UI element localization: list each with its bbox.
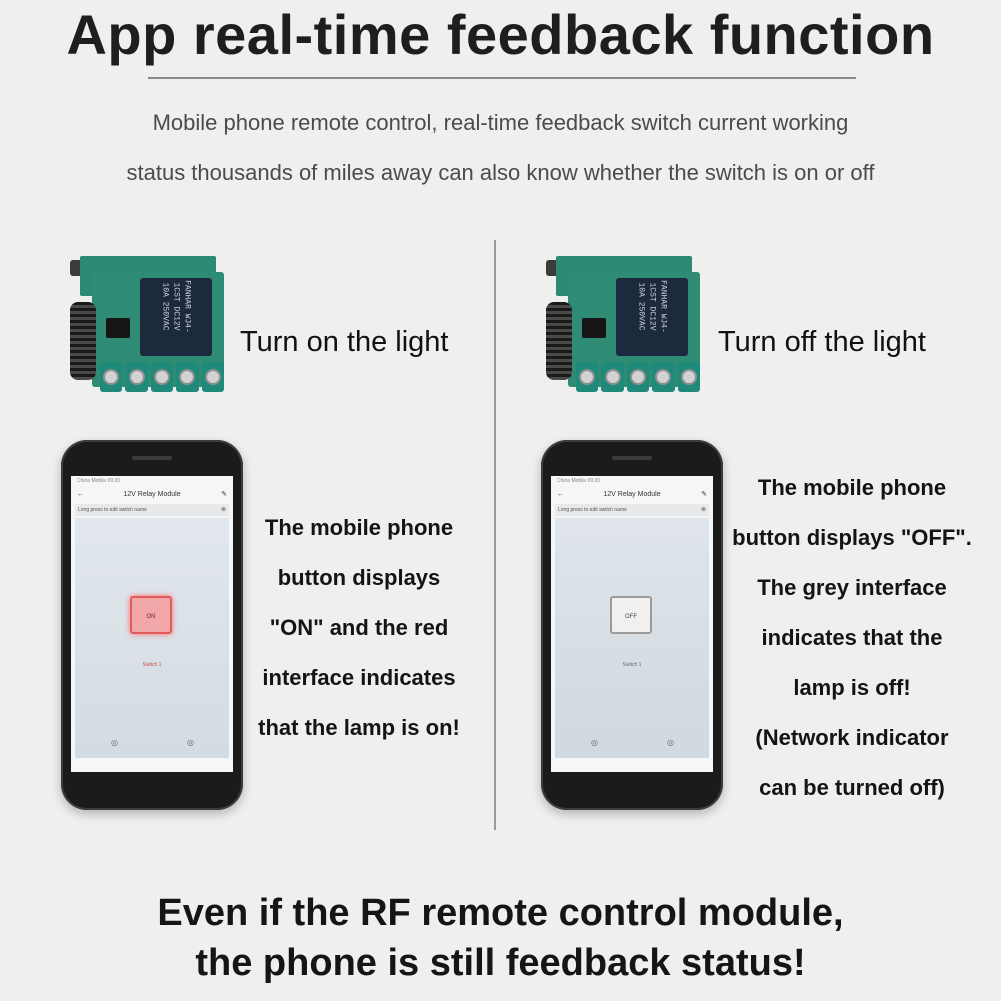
app-bar: ← 12V Relay Module ✎ — [551, 488, 713, 502]
relay-marking: FANHAR WJ4-1CST DC12V 10A 250VAC — [636, 280, 668, 333]
desc-line: indicates that the — [761, 625, 943, 650]
phone-left: China Mobile 09:20 ← 12V Relay Module ✎ … — [61, 440, 243, 810]
chip — [582, 318, 606, 338]
desc-line: (Network indicator — [755, 725, 949, 750]
eye-icon[interactable]: ◎ — [111, 738, 118, 747]
status-bar: China Mobile 09:20 — [77, 478, 121, 484]
footer-line-1: Even if the RF remote control module, — [157, 892, 844, 934]
close-icon[interactable]: ⊗ — [220, 507, 226, 513]
desc-line: The mobile phone — [264, 515, 454, 540]
terminal — [626, 362, 650, 392]
phone-right: China Mobile 09:20 ← 12V Relay Module ✎ … — [541, 440, 723, 810]
terminal — [100, 362, 123, 392]
status-bar: China Mobile 09:20 — [557, 478, 601, 484]
desc-line: The grey interface — [757, 575, 947, 600]
phone-speaker — [612, 456, 652, 460]
subtitle-line-2: status thousands of miles away can also … — [126, 160, 875, 185]
terminal — [201, 362, 225, 392]
board-label-off: Turn off the light — [718, 326, 926, 358]
hint-row: Long press to edit switch name ⊗ — [555, 504, 709, 516]
edit-icon[interactable]: ✎ — [221, 491, 227, 498]
desc-line: "ON" and the red — [269, 615, 449, 640]
description-on: The mobile phone button displays "ON" an… — [248, 503, 470, 753]
description-off: The mobile phone button displays "OFF". … — [728, 463, 976, 813]
bottom-icons: ◎ ◎ — [71, 738, 233, 752]
terminal-block — [576, 362, 701, 392]
app-title: 12V Relay Module — [123, 491, 181, 498]
terminal — [652, 362, 675, 392]
page-title: App real-time feedback function — [66, 3, 935, 66]
switch-label: Switch 1 — [622, 662, 642, 668]
desc-line: The mobile phone — [757, 475, 947, 500]
footer-line-2: the phone is still feedback status! — [195, 942, 806, 984]
eye-icon[interactable]: ◎ — [591, 738, 598, 747]
terminal — [150, 362, 174, 392]
terminal — [125, 362, 148, 392]
app-title: 12V Relay Module — [603, 491, 661, 498]
desc-line: can be turned off) — [759, 775, 945, 800]
relay-board-right: FANHAR WJ4-1CST DC12V 10A 250VAC — [546, 250, 708, 400]
switch-label: Switch 1 — [142, 662, 162, 668]
hint-row: Long press to edit switch name ⊗ — [75, 504, 229, 516]
center-divider — [494, 240, 496, 830]
app-bar: ← 12V Relay Module ✎ — [71, 488, 233, 502]
desc-line: interface indicates — [262, 665, 456, 690]
relay — [616, 278, 688, 356]
eye-icon[interactable]: ◎ — [187, 738, 194, 747]
eye-icon[interactable]: ◎ — [667, 738, 674, 747]
phone-speaker — [132, 456, 172, 460]
back-icon[interactable]: ← — [77, 491, 84, 498]
hint-text: Long press to edit switch name — [558, 507, 627, 513]
bottom-icons: ◎ ◎ — [551, 738, 713, 752]
switch-view — [75, 518, 229, 758]
terminal — [601, 362, 624, 392]
antenna-coil — [546, 302, 572, 380]
desc-line: button displays "OFF". — [732, 525, 972, 550]
relay — [140, 278, 212, 356]
switch-view — [555, 518, 709, 758]
phone-screen: China Mobile 09:20 ← 12V Relay Module ✎ … — [71, 476, 233, 772]
hint-text: Long press to edit switch name — [78, 507, 147, 513]
subtitle-line-1: Mobile phone remote control, real-time f… — [152, 110, 849, 135]
terminal — [677, 362, 701, 392]
relay-board-left: FANHAR WJ4-1CST DC12V 10A 250VAC — [70, 250, 232, 400]
terminal — [576, 362, 599, 392]
switch-off-button[interactable]: OFF — [610, 596, 652, 634]
board-label-on: Turn on the light — [240, 326, 449, 358]
title-underline — [148, 77, 856, 79]
footer-text: Even if the RF remote control module, th… — [0, 888, 1001, 988]
terminal-block — [100, 362, 225, 392]
terminal — [176, 362, 199, 392]
phone-screen: China Mobile 09:20 ← 12V Relay Module ✎ … — [551, 476, 713, 772]
switch-on-button[interactable]: ON — [130, 596, 172, 634]
desc-line: lamp is off! — [793, 675, 911, 700]
subtitle: Mobile phone remote control, real-time f… — [40, 98, 961, 198]
desc-line: button displays — [277, 565, 441, 590]
back-icon[interactable]: ← — [557, 491, 564, 498]
relay-marking: FANHAR WJ4-1CST DC12V 10A 250VAC — [160, 280, 192, 333]
antenna-coil — [70, 302, 96, 380]
edit-icon[interactable]: ✎ — [701, 491, 707, 498]
chip — [106, 318, 130, 338]
close-icon[interactable]: ⊗ — [700, 507, 706, 513]
desc-line: that the lamp is on! — [258, 715, 460, 740]
